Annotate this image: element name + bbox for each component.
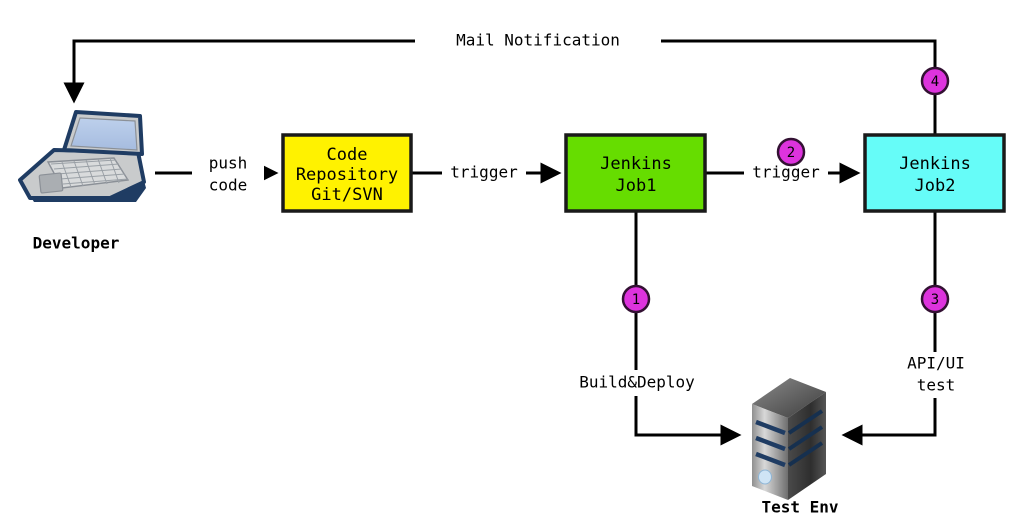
- api-ui-test-label-bg: [896, 352, 976, 398]
- node-jenkins-job2[interactable]: Jenkins Job2: [863, 133, 1006, 213]
- code-repository-label-line1: Code: [327, 145, 368, 165]
- edge-label-api-ui: API/UI: [907, 354, 965, 373]
- step-badge-4: 4: [920, 66, 950, 96]
- step-badge-2: 2: [776, 137, 806, 167]
- server-stripes-side: [787, 409, 824, 467]
- laptop-screen: [70, 117, 138, 151]
- server-side-face: [788, 392, 826, 500]
- build-deploy-label-bg: [566, 372, 708, 394]
- developer-laptop-icon: [18, 110, 146, 202]
- step-1-circle: [621, 284, 651, 314]
- api-ui-test-line-b: [841, 398, 937, 446]
- edge-build-deploy: [634, 210, 742, 446]
- step-2-number: 2: [787, 145, 795, 161]
- mail-notification-line-right: [660, 39, 937, 135]
- server-stripes: [755, 419, 786, 468]
- step-4-number: 4: [931, 74, 939, 90]
- code-repository-label-line3: Git/SVN: [311, 185, 383, 205]
- jenkins-job1-label-line1: Jenkins: [600, 154, 672, 174]
- node-jenkins-job1[interactable]: Jenkins Job1: [564, 133, 707, 213]
- mail-notification-line-left: [63, 39, 415, 104]
- step-badge-3: 3: [920, 284, 950, 314]
- test-env-caption: Test Env: [761, 498, 838, 517]
- laptop-trackpad: [38, 172, 64, 194]
- edge-label-mail-notification: Mail Notification: [456, 31, 620, 50]
- edge-mail-notification: [63, 39, 937, 135]
- edge-label-push: push: [209, 154, 248, 173]
- edge-label-code: code: [209, 176, 248, 195]
- mail-notification-label-bg: [415, 30, 661, 52]
- push-code-label-bg: [192, 152, 264, 196]
- edge-label-build-deploy: Build&Deploy: [579, 373, 695, 392]
- code-repository-box[interactable]: [281, 133, 413, 213]
- step-3-number: 3: [931, 292, 939, 308]
- edge-label-trigger-job1-job2: trigger: [752, 163, 820, 182]
- test-env-server-icon: [752, 378, 826, 500]
- code-repository-label-line2: Repository: [296, 165, 398, 185]
- developer-caption: Developer: [33, 234, 120, 253]
- step-2-circle: [776, 137, 806, 167]
- step-1-number: 1: [632, 292, 640, 308]
- step-badge-1: 1: [621, 284, 651, 314]
- edge-label-test: test: [917, 376, 956, 395]
- jenkins-job2-box[interactable]: [863, 133, 1006, 213]
- laptop-keys: [50, 157, 129, 188]
- edge-label-trigger-repo-job1: trigger: [450, 163, 518, 182]
- server-front-face: [752, 404, 788, 500]
- jenkins-job2-label-line2: Job2: [915, 176, 956, 196]
- jenkins-job2-label-line1: Jenkins: [899, 154, 971, 174]
- node-code-repository[interactable]: Code Repository Git/SVN: [281, 133, 413, 213]
- build-deploy-line-b: [634, 396, 742, 446]
- jenkins-job1-box[interactable]: [564, 133, 707, 213]
- trigger1-label-bg: [442, 162, 526, 184]
- jenkins-job1-label-line2: Job1: [616, 176, 657, 196]
- step-3-circle: [920, 284, 950, 314]
- step-4-circle: [920, 66, 950, 96]
- server-top-face: [752, 378, 826, 418]
- server-power-led-icon: [758, 469, 772, 485]
- edge-api-ui-test: [841, 210, 937, 446]
- trigger2-label-bg: [744, 162, 828, 184]
